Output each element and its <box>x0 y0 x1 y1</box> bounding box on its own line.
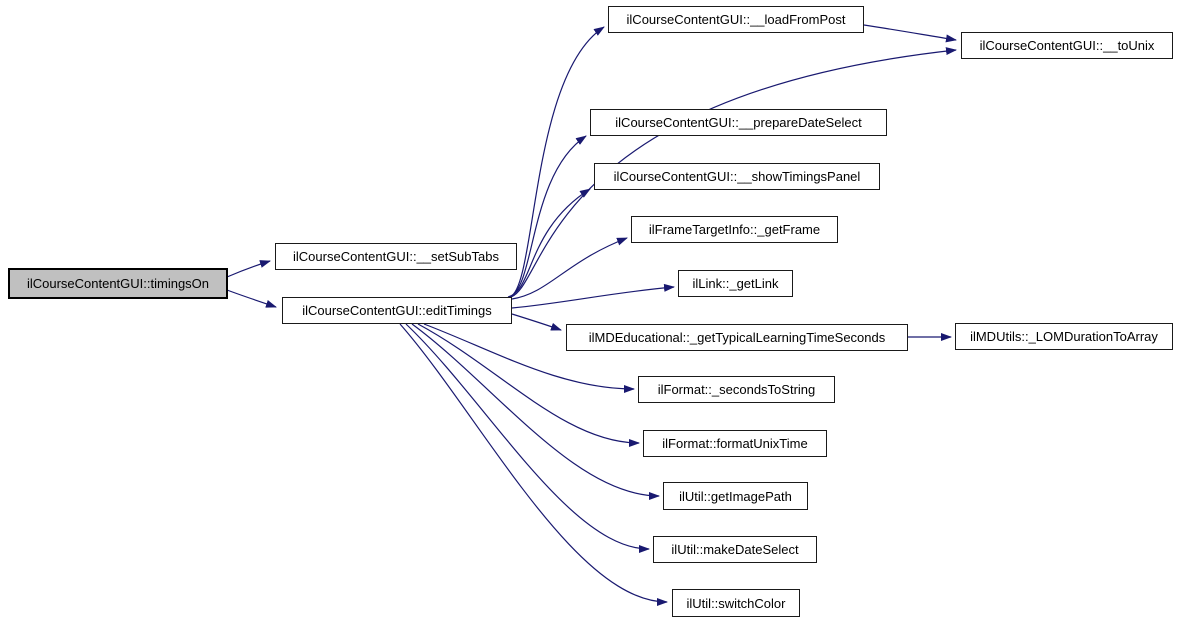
edge-editTimings-to-toUnix <box>510 47 957 298</box>
node-getTypical[interactable]: ilMDEducational::_getTypicalLearningTime… <box>566 324 908 351</box>
node-switchColor[interactable]: ilUtil::switchColor <box>672 589 800 617</box>
edge-editTimings-to-getFrame <box>511 237 628 300</box>
node-showTimingsPanel[interactable]: ilCourseContentGUI::__showTimingsPanel <box>594 163 880 190</box>
edge-editTimings-to-prepareDateSelect <box>508 135 587 298</box>
edge-timingsOn-to-editTimings <box>226 289 277 308</box>
edge-editTimings-to-formatUnixTime <box>417 323 640 447</box>
node-editTimings[interactable]: ilCourseContentGUI::editTimings <box>282 297 512 324</box>
node-getFrame[interactable]: ilFrameTargetInfo::_getFrame <box>631 216 838 243</box>
node-getImagePath[interactable]: ilUtil::getImagePath <box>663 482 808 510</box>
node-secondsToString[interactable]: ilFormat::_secondsToString <box>638 376 835 403</box>
edge-editTimings-to-showTimingsPanel <box>507 188 591 298</box>
node-prepareDateSelect[interactable]: ilCourseContentGUI::__prepareDateSelect <box>590 109 887 136</box>
edge-editTimings-to-getLink <box>511 283 675 309</box>
edge-editTimings-to-makeDateSelect <box>405 323 650 553</box>
node-toUnix[interactable]: ilCourseContentGUI::__toUnix <box>961 32 1173 59</box>
edge-editTimings-to-loadFromPost <box>509 26 605 298</box>
edge-timingsOn-to-setSubTabs <box>226 260 271 278</box>
node-getLink[interactable]: ilLink::_getLink <box>678 270 793 297</box>
edge-editTimings-to-getTypical <box>511 313 562 331</box>
node-loadFromPost[interactable]: ilCourseContentGUI::__loadFromPost <box>608 6 864 33</box>
edge-editTimings-to-switchColor <box>399 323 668 606</box>
node-makeDateSelect[interactable]: ilUtil::makeDateSelect <box>653 536 817 563</box>
edge-editTimings-to-getImagePath <box>411 323 660 500</box>
node-timingsOn: ilCourseContentGUI::timingsOn <box>8 268 228 299</box>
edge-editTimings-to-secondsToString <box>423 323 635 393</box>
node-formatUnixTime[interactable]: ilFormat::formatUnixTime <box>643 430 827 457</box>
node-setSubTabs[interactable]: ilCourseContentGUI::__setSubTabs <box>275 243 517 270</box>
edge-loadFromPost-to-toUnix <box>863 24 957 43</box>
node-lomDuration[interactable]: ilMDUtils::_LOMDurationToArray <box>955 323 1173 350</box>
